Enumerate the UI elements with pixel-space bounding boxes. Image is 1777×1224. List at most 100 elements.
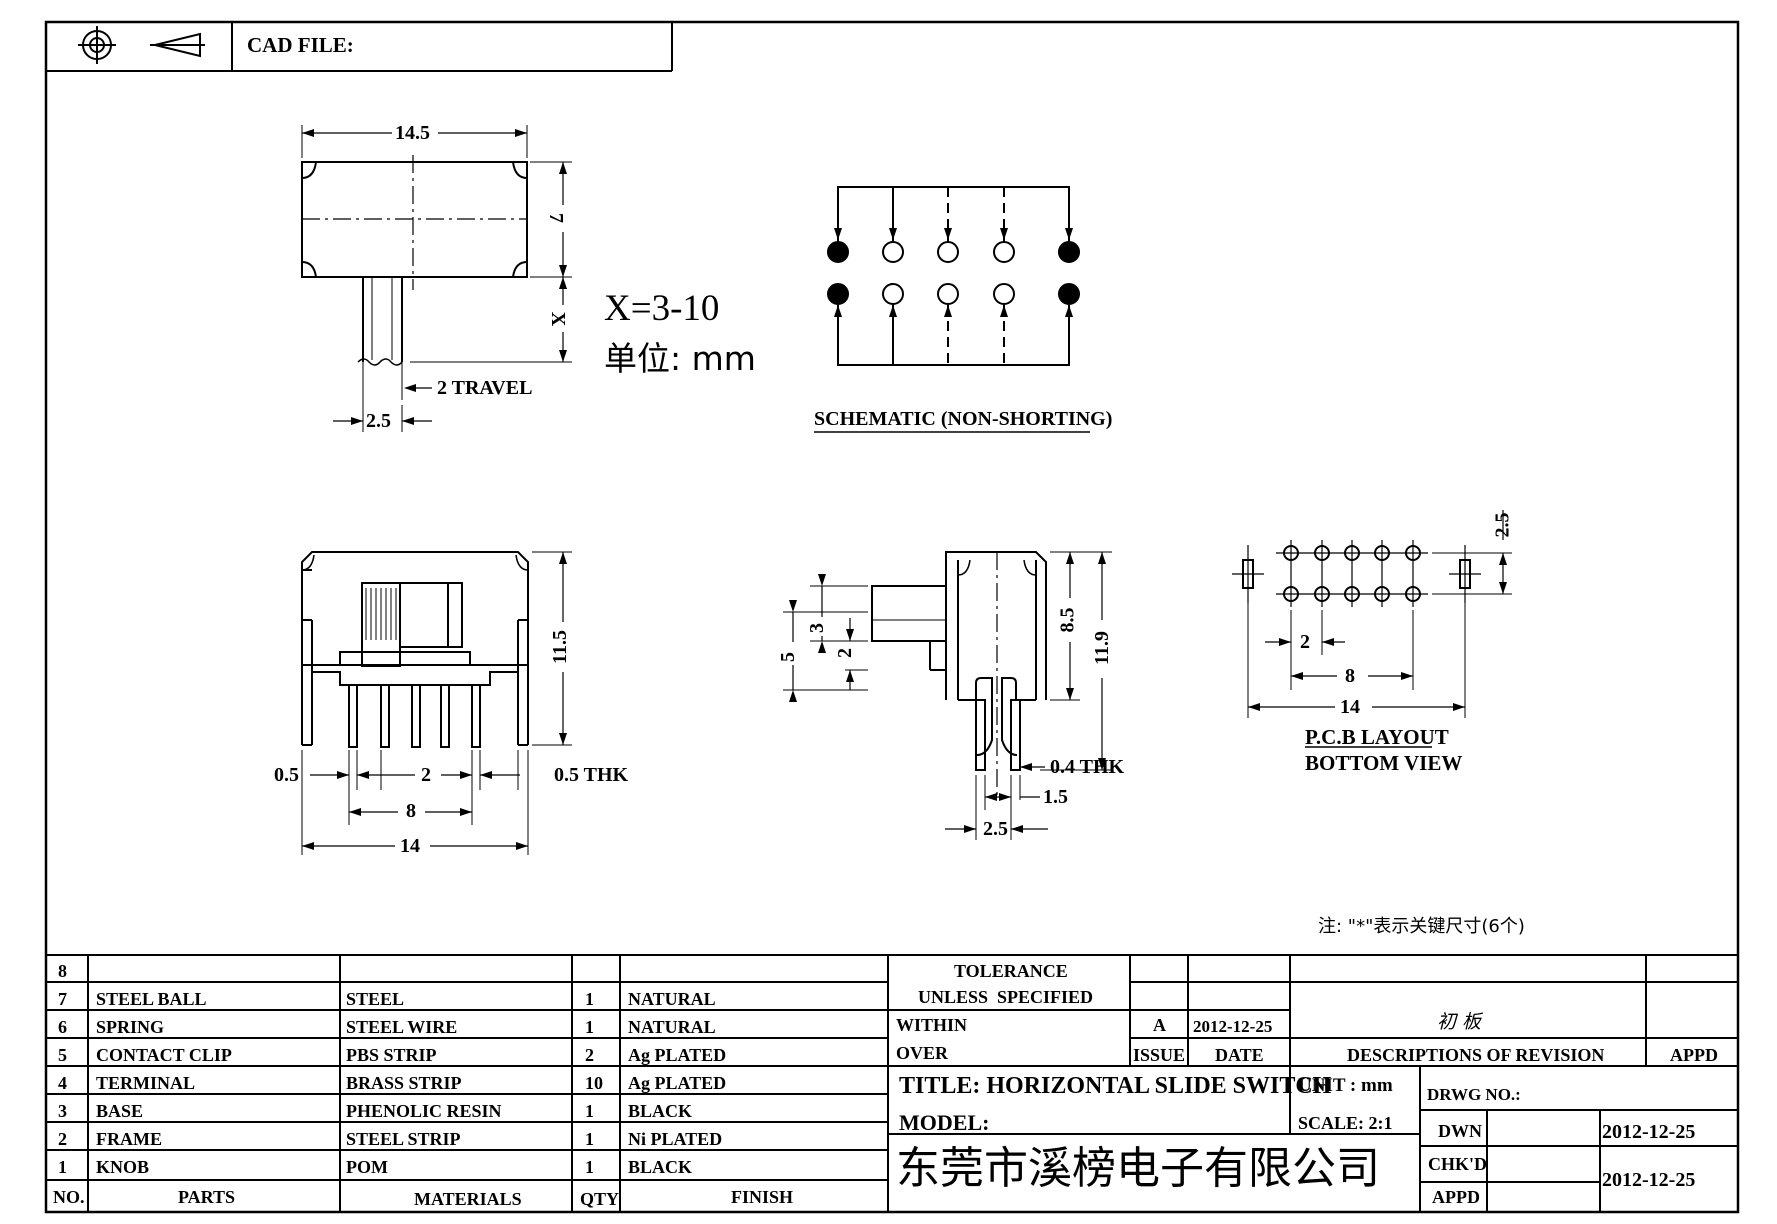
part-number: 7	[58, 989, 67, 1009]
issue-label: ISSUE	[1133, 1045, 1186, 1065]
dim-travel-label: 2 TRAVEL	[437, 377, 533, 399]
header-qty: QTY	[580, 1189, 620, 1209]
top-view	[301, 125, 572, 432]
front-dim-thk-right: 0.5 THK	[554, 764, 629, 786]
issue-date: 2012-12-25	[1193, 1017, 1273, 1036]
pcb-dim-pitch: 2	[1300, 631, 1310, 653]
part-finish: NATURAL	[628, 1017, 716, 1037]
title-block-grid	[46, 954, 1738, 1212]
part-finish: Ag PLATED	[628, 1073, 727, 1093]
pcb-dim-span: 8	[1345, 665, 1355, 687]
part-name: KNOB	[96, 1157, 150, 1177]
unit-note-label: 单位: mm	[604, 339, 756, 378]
front-dim-span: 8	[406, 800, 416, 822]
schematic-title: SCHEMATIC (NON-SHORTING)	[814, 408, 1113, 430]
appd-label-2: APPD	[1432, 1187, 1480, 1207]
unit-label: UNIT : mm	[1298, 1075, 1393, 1096]
model-label: MODEL:	[899, 1110, 990, 1135]
part-number: 4	[58, 1073, 67, 1093]
side-dim-2: 2	[834, 648, 856, 658]
within-label: WITHIN	[896, 1015, 968, 1035]
drawing-title: TITLE: HORIZONTAL SLIDE SWITCH	[899, 1073, 1332, 1099]
part-name: FRAME	[96, 1129, 162, 1149]
header-parts: PARTS	[178, 1187, 236, 1207]
part-qty: 1	[585, 1101, 594, 1121]
part-finish: Ag PLATED	[628, 1045, 727, 1065]
dim-x-label: X	[547, 311, 570, 327]
part-material: STEEL	[346, 989, 405, 1009]
part-qty: 10	[585, 1073, 603, 1093]
chk-date: 2012-12-25	[1602, 1169, 1696, 1191]
revision-description: 初 板	[1437, 1011, 1482, 1033]
scale-label: SCALE: 2:1	[1298, 1113, 1393, 1133]
part-name: TERMINAL	[96, 1073, 196, 1093]
part-finish: BLACK	[628, 1157, 693, 1177]
part-number: 3	[58, 1101, 67, 1121]
part-number: 5	[58, 1045, 67, 1065]
unless-specified-label: UNLESS SPECIFIED	[918, 987, 1094, 1007]
front-view	[301, 551, 572, 855]
pcb-dim-width: 14	[1340, 696, 1360, 718]
part-material: PBS STRIP	[346, 1045, 437, 1065]
front-dim-pitch: 2	[421, 764, 431, 786]
side-dim-25: 2.5	[983, 818, 1008, 840]
issue-value: A	[1153, 1015, 1166, 1035]
dim-knob-label: 2.5	[366, 410, 391, 432]
company-name: 东莞市溪榜电子有限公司	[896, 1143, 1380, 1194]
header-finish: FINISH	[731, 1187, 794, 1207]
part-qty: 2	[585, 1045, 594, 1065]
part-material: BRASS STRIP	[346, 1073, 462, 1093]
header-materials: MATERIALS	[414, 1189, 522, 1209]
part-material: PHENOLIC RESIN	[346, 1101, 502, 1121]
part-name: STEEL BALL	[96, 989, 207, 1009]
over-label: OVER	[896, 1043, 949, 1063]
pcb-dim-row: 2.5	[1491, 512, 1514, 538]
drawing-number-label: DRWG NO.:	[1427, 1085, 1521, 1104]
side-dim-15: 1.5	[1043, 786, 1068, 808]
part-qty: 1	[585, 1017, 594, 1037]
dwn-label: DWN	[1438, 1121, 1482, 1141]
part-number: 2	[58, 1129, 67, 1149]
side-dim-thk: 0.4 THK	[1050, 756, 1125, 778]
front-dim-thk-left: 0.5	[274, 764, 299, 786]
part-number: 8	[58, 961, 67, 981]
pcb-layout	[1232, 510, 1512, 748]
side-dim-5: 5	[777, 652, 799, 662]
part-qty: 1	[585, 989, 594, 1009]
schematic-diagram	[814, 186, 1090, 433]
part-material: STEEL STRIP	[346, 1129, 461, 1149]
part-qty: 1	[585, 1157, 594, 1177]
part-name: SPRING	[96, 1017, 165, 1037]
appd-label: APPD	[1670, 1045, 1718, 1065]
date-label: DATE	[1215, 1045, 1264, 1065]
dim-height-label: 7	[545, 213, 567, 223]
part-qty: 1	[585, 1129, 594, 1149]
pcb-subtitle: BOTTOM VIEW	[1305, 751, 1463, 775]
part-material: POM	[346, 1157, 388, 1177]
key-dimension-note: 注: "*"表示关键尺寸(6个)	[1318, 916, 1525, 937]
part-number: 1	[58, 1157, 67, 1177]
part-material: STEEL WIRE	[346, 1017, 458, 1037]
chkd-label: CHK'D	[1428, 1154, 1488, 1174]
front-dim-height: 11.5	[548, 630, 571, 664]
dwn-date: 2012-12-25	[1602, 1121, 1696, 1143]
part-number: 6	[58, 1017, 67, 1037]
side-dim-3: 3	[806, 623, 828, 633]
cad-file-label: CAD FILE:	[247, 33, 354, 57]
front-dim-width: 14	[400, 835, 420, 857]
x-range-label: X=3-10	[604, 288, 720, 329]
third-angle-projection-icon	[78, 26, 205, 64]
revision-desc-label: DESCRIPTIONS OF REVISION	[1347, 1045, 1605, 1065]
side-dim-119: 11.9	[1090, 631, 1113, 665]
header-no: NO.	[53, 1187, 85, 1207]
dim-width-label: 14.5	[395, 122, 430, 144]
tolerance-label: TOLERANCE	[954, 961, 1068, 981]
pcb-title: P.C.B LAYOUT	[1305, 725, 1449, 749]
part-finish: Ni PLATED	[628, 1129, 723, 1149]
part-name: BASE	[96, 1101, 144, 1121]
part-name: CONTACT CLIP	[96, 1045, 232, 1065]
part-finish: NATURAL	[628, 989, 716, 1009]
part-finish: BLACK	[628, 1101, 693, 1121]
side-dim-85: 8.5	[1056, 607, 1079, 633]
